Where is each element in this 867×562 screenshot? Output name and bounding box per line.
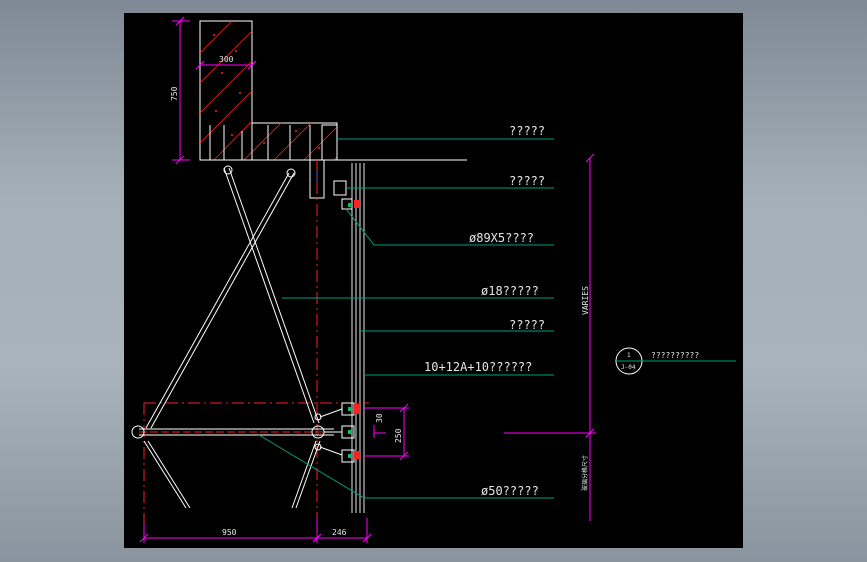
leader-lines xyxy=(258,138,554,499)
concrete-beam xyxy=(199,20,338,161)
callout-7: ø50????? xyxy=(481,484,539,498)
detail-marker[interactable]: 1 J-04 ?????????? xyxy=(615,347,736,375)
dimension-lines xyxy=(139,16,596,543)
callout-2: ????? xyxy=(509,174,545,188)
curtain-wall-section-drawing: ????? ????? ø89X5???? ø18????? ????? 10+… xyxy=(131,16,736,543)
callout-5: ????? xyxy=(509,318,545,332)
callout-labels: ????? ????? ø89X5???? ø18????? ????? 10+… xyxy=(424,124,545,498)
dim-246: 246 xyxy=(332,528,347,537)
dim-250: 250 xyxy=(394,428,403,443)
detail-sheet: J-04 xyxy=(621,364,636,371)
callout-1: ????? xyxy=(509,124,545,138)
callout-3: ø89X5???? xyxy=(469,231,534,245)
horizontal-strut xyxy=(139,428,334,436)
rod-nodes xyxy=(131,165,325,451)
callout-6: 10+12A+10?????? xyxy=(424,360,532,374)
centerlines xyxy=(144,160,369,533)
dim-750: 750 xyxy=(170,86,179,101)
dim-30: 30 xyxy=(375,413,384,423)
tension-rods xyxy=(143,167,321,509)
detail-number: 1 xyxy=(627,352,631,359)
spider-fittings xyxy=(319,180,360,463)
vertical-note: 玻璃分格尺寸 xyxy=(581,455,589,491)
cad-viewport[interactable]: ????? ????? ø89X5???? ø18????? ????? 10+… xyxy=(124,13,743,548)
dim-varies: VARIES xyxy=(581,286,590,315)
callout-4: ø18????? xyxy=(481,284,539,298)
dim-950: 950 xyxy=(222,528,237,537)
detail-label: ?????????? xyxy=(651,351,699,360)
dim-300: 300 xyxy=(219,55,234,64)
dimension-texts: 750 300 950 246 250 30 VARIES 玻璃分格尺寸 xyxy=(170,55,590,537)
